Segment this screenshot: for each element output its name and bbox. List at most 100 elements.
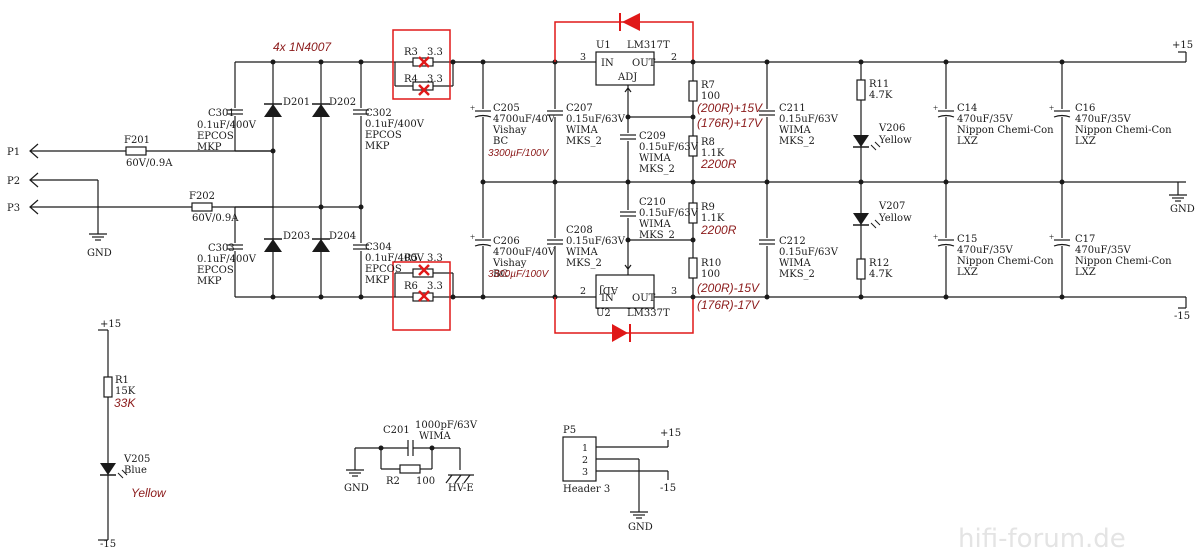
p5-name: Header 3 — [563, 484, 610, 495]
led-v207 — [852, 212, 881, 229]
rails — [453, 51, 1188, 309]
bridge-rectifier — [225, 59, 395, 300]
r2-value: 100 — [416, 476, 435, 487]
hv-earth-network — [345, 440, 474, 484]
c212-value: 0.15uF/63V — [779, 247, 839, 258]
c14-type: LXZ — [957, 136, 978, 147]
blue-led-branch — [98, 329, 128, 541]
c209-make: WIMA — [639, 153, 671, 164]
led-v205 — [99, 462, 128, 479]
c207-type: MKS_2 — [566, 136, 602, 147]
r6-value: 3.3 — [427, 281, 443, 292]
c14-ref: C14 — [957, 103, 977, 114]
r10-alt-b: (176R)-17V — [697, 298, 760, 312]
p5-gnd-label: GND — [628, 522, 653, 533]
c17-ref: C17 — [1075, 234, 1095, 245]
fuse-f202 — [191, 202, 213, 212]
d204-ref: D204 — [329, 231, 356, 242]
c303-type: MKP — [197, 276, 222, 287]
p5-pin2: 2 — [582, 455, 588, 466]
r1-alt: 33K — [114, 396, 136, 410]
port-p3: P3 — [7, 203, 20, 214]
u2-adj: ADJ — [599, 284, 619, 295]
d201-ref: D201 — [283, 97, 310, 108]
u2-out: OUT — [632, 293, 656, 304]
d203-ref: D203 — [283, 231, 310, 242]
input-section — [29, 143, 324, 241]
u1-out: OUT — [632, 58, 656, 69]
c208-type: MKS_2 — [566, 258, 602, 269]
r10-ref: R10 — [701, 258, 721, 269]
r8-value: 1.1K — [701, 148, 725, 159]
diode-d203 — [263, 238, 283, 253]
c212-make: WIMA — [779, 258, 811, 269]
c201-value: 1000pF/63V — [415, 420, 478, 431]
adjust-divider — [688, 59, 698, 300]
p5-rail-neg: -15 — [660, 483, 676, 494]
c302-value: 0.1uF/400V — [365, 119, 425, 130]
c211-ref: C211 — [779, 103, 806, 114]
c16-make: Nippon Chemi-Con — [1075, 125, 1172, 136]
c206-value: 4700uF/40V — [493, 247, 556, 258]
fuse-f201 — [125, 146, 147, 156]
r7-alt-a: (200R)+15V — [697, 101, 763, 115]
p5-rail-pos: +15 — [660, 428, 681, 439]
v206-ref: V206 — [878, 123, 905, 134]
c210-ref: C210 — [639, 197, 666, 208]
r12-ref: R12 — [869, 258, 889, 269]
r10-value: 100 — [701, 269, 720, 280]
header-p5 — [562, 436, 669, 519]
port-p2: P2 — [7, 176, 20, 187]
rail-gnd-label: GND — [1170, 204, 1195, 215]
d202-ref: D202 — [329, 97, 356, 108]
rail-neg-label: -15 — [1174, 311, 1190, 322]
f202-ref: F202 — [189, 191, 215, 202]
diode-type-note: 4x 1N4007 — [273, 40, 332, 54]
r8-alt: 2200R — [700, 157, 737, 171]
v207-ref: V207 — [878, 201, 905, 212]
c205-type: BC — [493, 136, 509, 147]
c301-make: EPCOS — [197, 131, 234, 142]
c205-make: Vishay — [492, 125, 527, 136]
r9-value: 1.1K — [701, 213, 725, 224]
u1-ref: U1 — [596, 40, 611, 51]
gnd-label: GND — [87, 248, 112, 259]
u1-adj: ADJ — [617, 72, 637, 83]
r4-value: 3.3 — [427, 74, 443, 85]
c302-ref: C302 — [365, 108, 392, 119]
hve-gnd-label: GND — [344, 483, 369, 494]
filter-caps — [469, 59, 1072, 300]
r1-value: 15K — [115, 386, 136, 397]
c15-make: Nippon Chemi-Con — [957, 256, 1054, 267]
c209-type: MKS_2 — [639, 164, 675, 175]
c304-make: EPCOS — [365, 264, 402, 275]
c210-value: 0.15uF/63V — [639, 208, 699, 219]
c208-ref: C208 — [566, 225, 593, 236]
c201-make: WIMA — [419, 431, 451, 442]
c302-type: MKP — [365, 141, 390, 152]
u2-part: LM337T — [627, 308, 670, 319]
r12-value: 4.7K — [869, 269, 893, 280]
r4-ref: R4 — [404, 74, 418, 85]
r10-alt-a: (200R)-15V — [697, 281, 760, 295]
regulator-u1 — [595, 51, 693, 182]
c17-make: Nippon Chemi-Con — [1075, 256, 1172, 267]
c16-value: 470uF/35V — [1075, 114, 1132, 125]
port-p1: P1 — [7, 147, 20, 158]
c15-type: LXZ — [957, 267, 978, 278]
f202-value: 60V/0.9A — [192, 213, 239, 224]
c201-ref: C201 — [383, 425, 410, 436]
r3-ref: R3 — [404, 47, 418, 58]
v205-alt: Yellow — [131, 486, 167, 500]
f201-value: 60V/0.9A — [126, 158, 173, 169]
c207-ref: C207 — [566, 103, 593, 114]
c301-value: 0.1uF/400V — [197, 120, 257, 131]
c208-value: 0.15uF/63V — [566, 236, 626, 247]
c16-ref: C16 — [1075, 103, 1095, 114]
blue-rail-neg: -15 — [100, 539, 116, 550]
c303-make: EPCOS — [197, 265, 234, 276]
c304-type: MKP — [365, 275, 390, 286]
hve-label: HV-E — [448, 483, 474, 494]
u1-in: IN — [601, 58, 614, 69]
